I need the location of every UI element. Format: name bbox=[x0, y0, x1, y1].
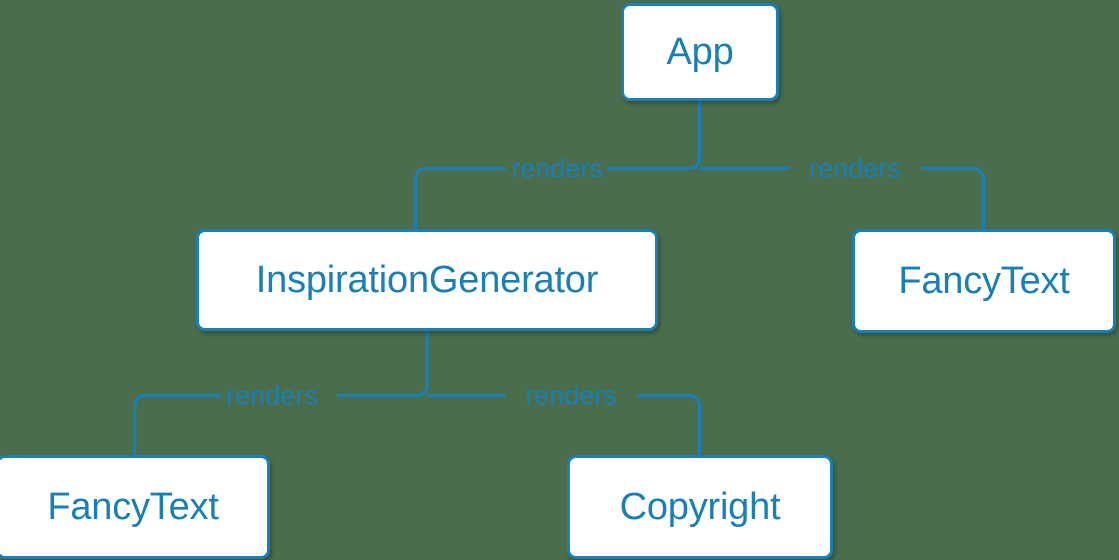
node-copyright-label: Copyright bbox=[619, 486, 781, 528]
edge-app-to-fancytext-right-tail bbox=[921, 166, 986, 229]
node-fancytext-bottom-label: FancyText bbox=[47, 486, 219, 528]
node-app[interactable]: App bbox=[621, 3, 779, 101]
node-fancytext-right[interactable]: FancyText bbox=[852, 229, 1116, 333]
edge-label-app-to-inspirationgenerator: renders bbox=[511, 153, 603, 184]
node-app-label: App bbox=[666, 31, 734, 73]
node-fancytext-bottom[interactable]: FancyText bbox=[0, 455, 270, 559]
node-inspirationgenerator[interactable]: InspirationGenerator bbox=[196, 229, 658, 331]
node-copyright[interactable]: Copyright bbox=[567, 455, 833, 559]
edge-app-trunk bbox=[608, 101, 702, 171]
edge-inspirationgenerator-to-fancytext-bottom bbox=[132, 393, 221, 455]
edge-label-inspirationgenerator-to-fancytext-bottom: renders bbox=[226, 380, 318, 411]
edge-inspirationgenerator-trunk bbox=[337, 331, 429, 398]
node-inspirationgenerator-label: InspirationGenerator bbox=[255, 259, 599, 301]
node-fancytext-right-label: FancyText bbox=[898, 260, 1070, 302]
edge-label-app-to-fancytext-right: renders bbox=[809, 153, 901, 184]
edge-inspirationgenerator-to-copyright-tail bbox=[637, 393, 702, 455]
edge-label-inspirationgenerator-to-copyright: renders bbox=[525, 380, 617, 411]
edge-app-to-inspirationgenerator bbox=[413, 166, 506, 229]
